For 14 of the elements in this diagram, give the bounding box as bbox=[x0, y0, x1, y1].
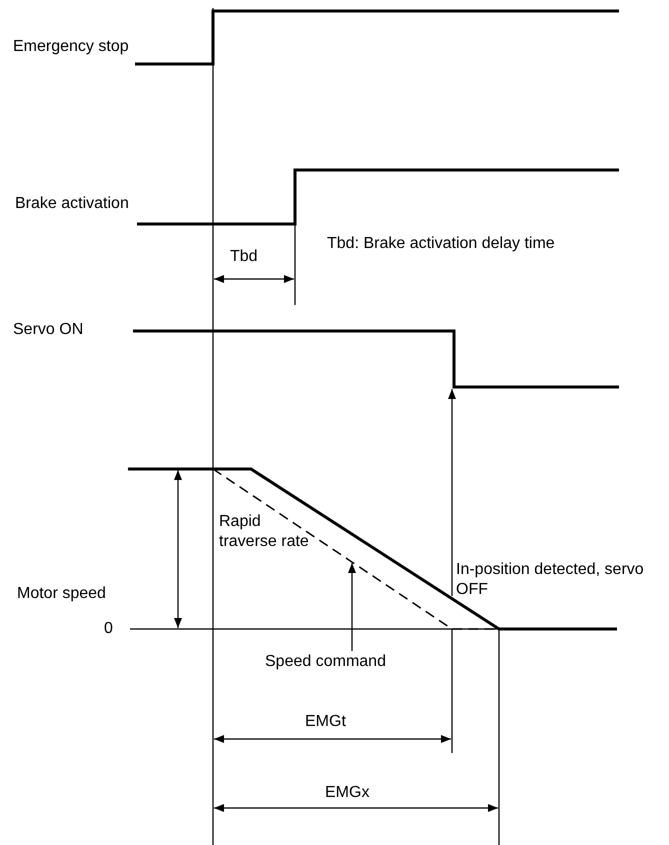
signal-label: Brake activation bbox=[15, 194, 129, 214]
callout-text: In-position detected, servo OFF bbox=[456, 560, 666, 600]
signal-label: Emergency stop bbox=[13, 37, 129, 57]
axis-label: 0 bbox=[104, 619, 113, 639]
dimension-label: Tbd bbox=[230, 247, 258, 267]
dimension-label: EMGx bbox=[325, 783, 370, 803]
leader-line bbox=[448, 389, 456, 596]
signal-label: Rapid traverse rate bbox=[219, 512, 310, 552]
signal-label: Servo ON bbox=[13, 320, 84, 340]
signal-label: Tbd: Brake activation delay time bbox=[327, 234, 555, 254]
signal-label: Motor speed bbox=[17, 584, 106, 604]
dimension-label: EMGt bbox=[305, 712, 346, 732]
callout-text: Speed command bbox=[265, 652, 386, 672]
leader-line bbox=[348, 563, 356, 651]
